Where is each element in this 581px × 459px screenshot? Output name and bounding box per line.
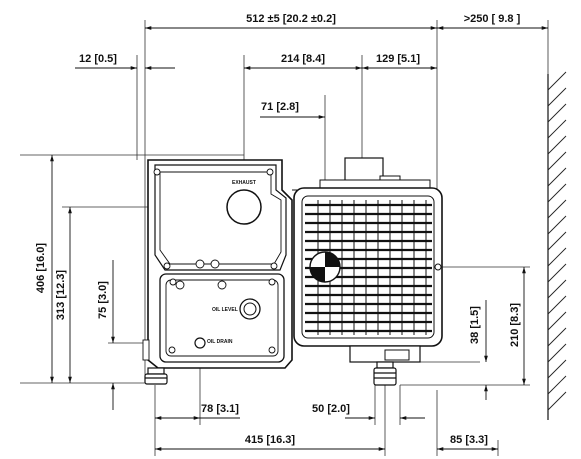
dim-drain-height: 75 [3.0] (97, 281, 109, 319)
motor-fan-grille (305, 203, 432, 333)
wall (547, 71, 567, 420)
exhaust-label: EXHAUST (232, 180, 256, 186)
dim-exhaust-height: 313 [12.3] (55, 270, 67, 320)
dim-exhaust-offset: 214 [8.4] (281, 53, 325, 65)
dim-foot-width: 50 [2.0] (312, 403, 350, 415)
dim-overall-height: 406 [16.0] (35, 243, 47, 293)
dim-cog-height: 210 [8.3] (509, 303, 521, 347)
dim-motor-offset: 129 [5.1] (376, 53, 420, 65)
dim-foot-height: 38 [1.5] (469, 306, 481, 344)
pump-feet (144, 361, 397, 386)
dim-drain-offset: 78 [3.1] (201, 403, 239, 415)
oil-drain-label: OIL DRAIN (207, 339, 233, 345)
motor-fan-grille-v (317, 200, 427, 335)
motor (293, 157, 443, 363)
dim-left-offset: 12 [0.5] (79, 53, 117, 65)
center-of-gravity-icon (309, 251, 341, 283)
dim-wall-clearance: >250 [ 9.8 ] (464, 13, 521, 25)
dim-cog-offset: 71 [2.8] (261, 101, 299, 113)
dim-foot-spacing: 415 [16.3] (245, 434, 295, 446)
pump-housing (142, 159, 300, 369)
dim-overall-width: 512 ±5 [20.2 ±0.2] (246, 13, 336, 25)
dimension-lines (50, 26, 548, 451)
dim-rear-offset: 85 [3.3] (450, 434, 488, 446)
oil-level-label: OIL LEVEL (212, 307, 238, 313)
